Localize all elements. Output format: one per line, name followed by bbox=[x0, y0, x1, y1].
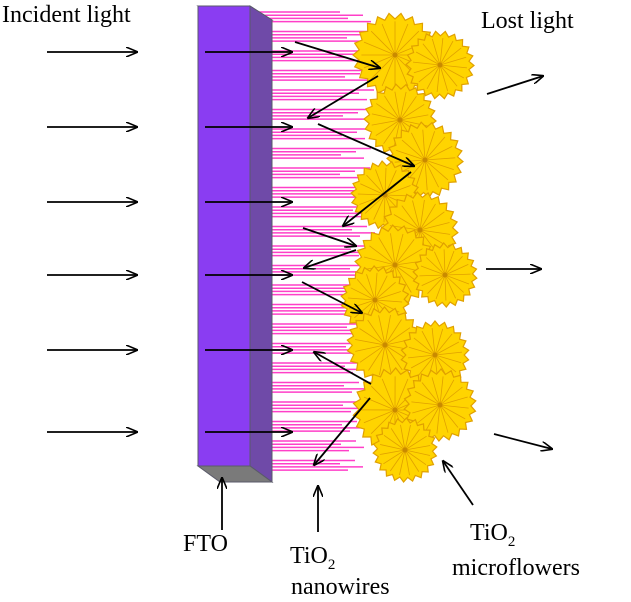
arrow-icon bbox=[486, 76, 543, 95]
arrow-icon bbox=[294, 41, 380, 68]
nanowires-formula: TiO bbox=[290, 543, 328, 569]
microflower-icon bbox=[403, 368, 477, 442]
fto-substrate bbox=[196, 5, 274, 483]
nanowires-label: nanowires bbox=[291, 574, 390, 600]
tio2-microflowers bbox=[340, 12, 478, 483]
fto-label: FTO bbox=[183, 531, 228, 557]
arrow-icon bbox=[493, 433, 552, 449]
microflowers-label: microflowers bbox=[452, 555, 580, 581]
arrow-icon bbox=[304, 249, 357, 268]
arrow-icon bbox=[302, 227, 356, 246]
fto-side-face bbox=[249, 5, 273, 483]
microflower-icon bbox=[346, 306, 424, 384]
arrow-icon bbox=[443, 461, 474, 506]
lost-light-label: Lost light bbox=[481, 8, 574, 34]
nanowires-subscript: 2 bbox=[328, 557, 336, 573]
microflowers-subscript: 2 bbox=[508, 534, 516, 550]
light-rays bbox=[47, 41, 552, 532]
microflowers-formula-label: TiO2 bbox=[470, 520, 515, 550]
fto-bottom-face bbox=[196, 465, 274, 483]
microflower-icon bbox=[405, 30, 475, 100]
arrow-icon bbox=[301, 281, 362, 313]
microflower-icon bbox=[412, 242, 478, 308]
arrow-icon bbox=[314, 397, 371, 465]
microflower-icon bbox=[372, 417, 438, 483]
incident-light-label: Incident light bbox=[2, 2, 131, 28]
arrow-icon bbox=[317, 123, 414, 166]
fto-front-face bbox=[197, 5, 251, 467]
arrow-icon bbox=[314, 352, 372, 385]
arrow-icon bbox=[308, 75, 379, 118]
nanowires-formula-label: TiO2 bbox=[290, 543, 335, 573]
arrow-icon bbox=[343, 171, 412, 226]
microflowers-formula: TiO bbox=[470, 520, 508, 546]
